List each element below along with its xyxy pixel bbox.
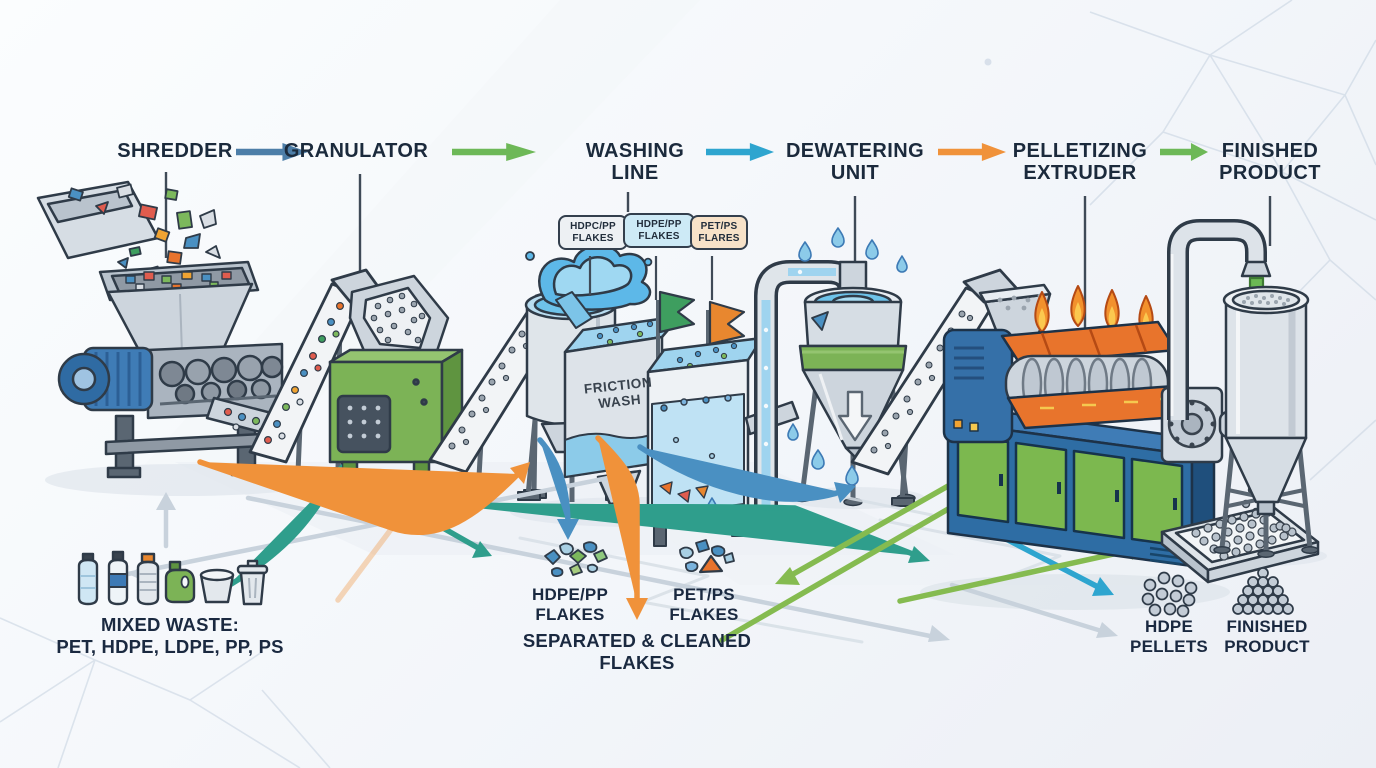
flakes-floating-2 <box>676 342 738 370</box>
hdpe-pp-flakes-label: HDPE/PP FLAKES <box>531 585 609 625</box>
tag-hdpe-pp-flakes: HDPE/PP FLAKES <box>623 213 695 248</box>
mixed-waste-materials: PET, HDPE, LDPE, PP, PS <box>56 635 284 657</box>
stage-label-shredder: SHREDDER <box>117 140 233 162</box>
hdpe-pp-flake-cluster <box>544 541 608 578</box>
down-arrow-icon <box>837 390 873 442</box>
stage-arrow-1 <box>236 143 308 161</box>
cabinet-doors <box>956 433 1184 548</box>
hdpe-pellets-label: HDPE PELLETS <box>1130 617 1208 657</box>
tag-pet-ps-flares: PET/PS FLARES <box>690 215 748 250</box>
finished-product-silo <box>1167 219 1319 558</box>
pelletizing-extruder <box>942 283 1275 568</box>
pellet-tray <box>1160 504 1320 584</box>
stage-arrow-2 <box>452 143 536 161</box>
flow-arrows <box>125 435 1148 644</box>
stage-label-granulator: GRANULATOR <box>283 140 429 162</box>
stage-label-dewatering-unit: DEWATERING UNIT <box>785 140 925 184</box>
granules-in-hopper <box>370 292 426 344</box>
water-bottle-icon <box>77 552 99 606</box>
tag-leader-lines <box>588 256 714 300</box>
dewatering-unit <box>706 227 916 529</box>
mixed-waste-label: MIXED WASTE: PET, HDPE, LDPE, PP, PS <box>40 614 300 658</box>
conveyor-1-flakes <box>264 302 345 445</box>
pet-ps-flake-cluster <box>679 539 735 574</box>
finished-product-pile <box>1232 567 1294 615</box>
hdpe-pellet-cluster <box>1141 571 1198 618</box>
stage-arrow-4 <box>938 143 1006 161</box>
soda-bottle-icon <box>107 550 129 606</box>
mixed-waste-icons <box>77 550 269 606</box>
finished-product-label: FINISHED PRODUCT <box>1224 617 1310 657</box>
sinking-flakes <box>659 394 732 503</box>
detergent-jug-icon <box>164 560 196 604</box>
separated-cleaned-label: SEPARATED & CLEANED FLAKES <box>522 630 752 673</box>
silo-pellets <box>1242 294 1290 306</box>
granulator-machine <box>328 274 464 494</box>
flakes-floating-1 <box>596 320 654 346</box>
trash-bin-icon <box>236 559 269 606</box>
stage-label-pelletizing-extruder: PELLETIZING EXTRUDER <box>1012 140 1148 184</box>
stage-arrow-3 <box>706 143 774 161</box>
vent-grid <box>347 405 381 439</box>
stage-label-finished-product: FINISHED PRODUCT <box>1219 140 1321 184</box>
mixed-waste-title: MIXED WASTE: <box>100 614 240 635</box>
pet-ps-flakes-label: PET/PS FLAKES <box>669 585 739 625</box>
stage-arrow-5 <box>1160 143 1208 161</box>
rotation-arrow-icon <box>811 311 829 331</box>
stage-label-washing-line: WASHING LINE <box>585 140 685 184</box>
tag-hdpc-pp-flakes: HDPC/PP FLAKES <box>558 215 628 250</box>
ribbed-bottle-icon <box>136 552 160 606</box>
cup-icon <box>199 568 235 604</box>
